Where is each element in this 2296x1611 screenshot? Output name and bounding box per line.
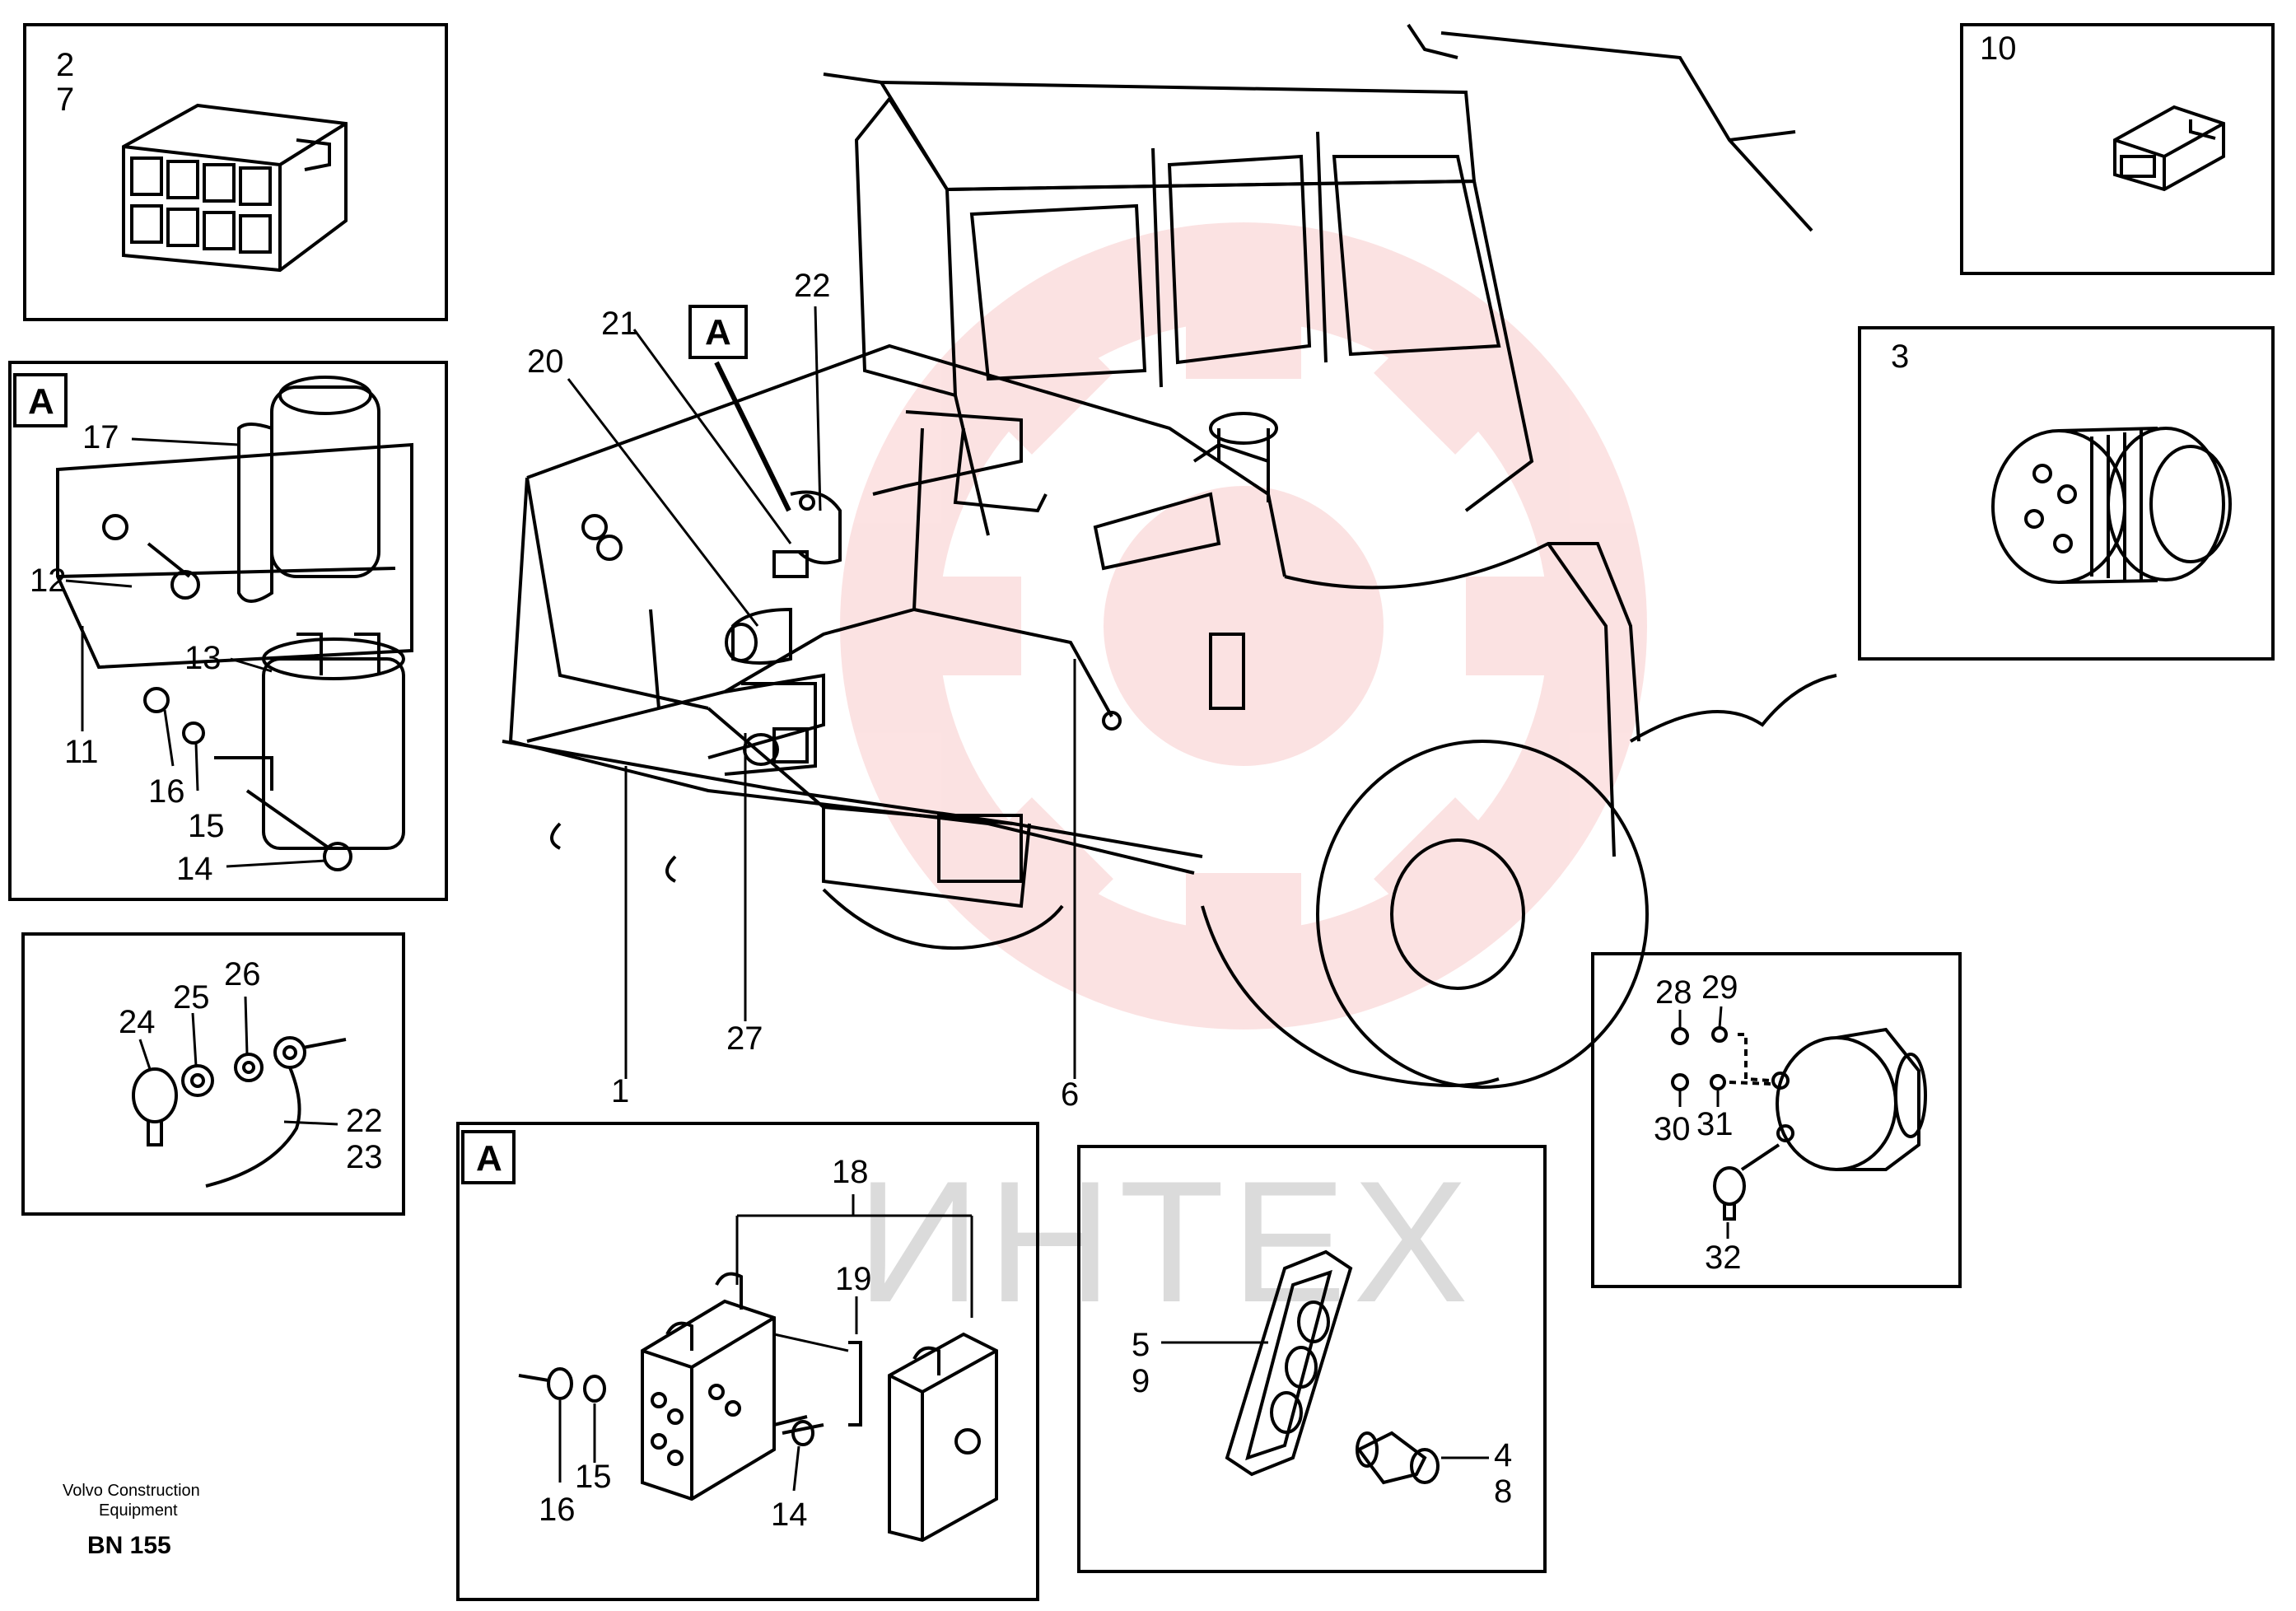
credit-line-1: Volvo Construction <box>63 1482 200 1500</box>
panel-a-fuse-holder: A 18 <box>456 1122 1039 1601</box>
label-29: 29 <box>1701 969 1738 1006</box>
fuse-leaders <box>558 1194 973 1492</box>
label-24: 24 <box>119 1004 156 1040</box>
machine-tag-a-box <box>688 305 748 359</box>
label-7: 7 <box>56 82 74 118</box>
machine-leaders <box>567 306 1076 1079</box>
alternator-icon <box>1671 1026 1927 1221</box>
connector-8pin-icon <box>122 103 348 273</box>
solenoid-assembly-icon <box>56 376 413 871</box>
label-32: 32 <box>1705 1240 1742 1276</box>
cable-terminal-icon <box>132 1036 347 1188</box>
flat-plug-icon <box>2113 105 2225 192</box>
label-15-bottom: 15 <box>575 1459 612 1495</box>
alternator-leaders <box>1678 1006 1729 1239</box>
panel-switch: 5 9 4 8 <box>1077 1145 1547 1573</box>
label-30: 30 <box>1654 1111 1691 1147</box>
watermark-logo <box>840 222 1647 1030</box>
label-23: 23 <box>346 1139 383 1175</box>
label-14-bottom: 14 <box>771 1497 808 1533</box>
panel-a-solenoid: A 17 12 13 11 16 <box>8 361 448 901</box>
solenoid-leaders <box>65 437 326 868</box>
label-10: 10 <box>1980 30 2017 67</box>
panel-tag-a-bottom: A <box>476 1138 502 1179</box>
switch-panel-icon <box>1225 1249 1440 1485</box>
label-22: 22 <box>346 1103 383 1139</box>
label-13: 13 <box>184 640 222 676</box>
label-16: 16 <box>148 773 185 810</box>
label-11: 11 <box>64 734 99 770</box>
credit-line-2: Equipment <box>99 1501 178 1520</box>
terminal-leaders <box>138 996 338 1126</box>
label-25: 25 <box>173 979 210 1016</box>
machine-tag-a: A <box>705 312 731 353</box>
label-26: 26 <box>224 956 261 992</box>
label-27: 27 <box>726 1020 763 1057</box>
label-28: 28 <box>1655 974 1692 1011</box>
label-2: 2 <box>56 47 74 83</box>
machine-drawing <box>502 23 1837 1089</box>
label-20: 20 <box>527 343 564 380</box>
panel-tag-a: A <box>28 381 54 422</box>
label-17: 17 <box>82 419 119 455</box>
label-3: 3 <box>1891 339 1909 375</box>
fuse-holder-icon <box>518 1272 998 1543</box>
panel-cable-terminal: 24 25 26 22 23 <box>21 932 405 1216</box>
panel-alternator: 28 29 30 31 32 <box>1591 952 1962 1288</box>
label-8: 8 <box>1494 1473 1512 1510</box>
round-connector-icon <box>1991 427 2232 584</box>
label-21: 21 <box>601 306 638 342</box>
panel-round-connector-3: 3 <box>1858 326 2275 661</box>
label-31: 31 <box>1696 1106 1734 1142</box>
label-14: 14 <box>176 851 213 887</box>
label-19: 19 <box>835 1261 872 1297</box>
diagram-code: BN 155 <box>87 1532 171 1559</box>
label-15: 15 <box>188 808 225 844</box>
label-1: 1 <box>611 1073 629 1109</box>
panel-connector-2-7: 2 7 <box>23 23 448 321</box>
label-12: 12 <box>30 563 67 599</box>
watermark-text: ИНТЕХ <box>856 1145 1475 1338</box>
switch-leaders <box>1161 1341 1489 1459</box>
label-22-main: 22 <box>794 268 831 304</box>
label-16-bottom: 16 <box>539 1492 576 1528</box>
panel-plug-10: 10 <box>1960 23 2275 275</box>
label-5: 5 <box>1132 1327 1150 1363</box>
label-18: 18 <box>832 1154 869 1190</box>
label-4: 4 <box>1494 1437 1512 1473</box>
label-6: 6 <box>1061 1076 1079 1113</box>
label-9: 9 <box>1132 1363 1150 1399</box>
